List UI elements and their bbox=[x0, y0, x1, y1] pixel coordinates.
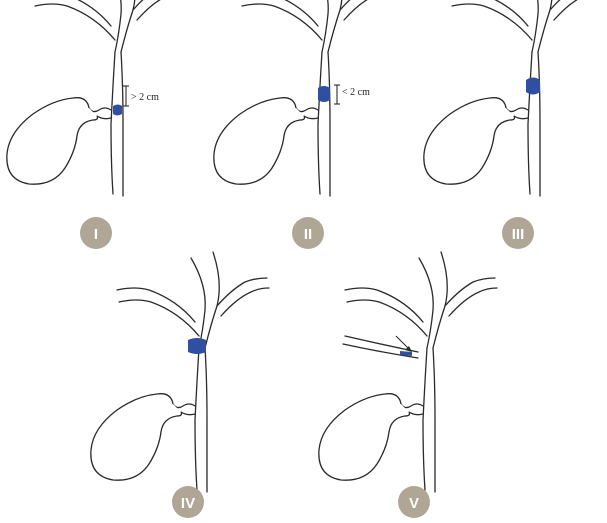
lesion-marker bbox=[188, 338, 206, 354]
badge-label: IV bbox=[181, 495, 195, 512]
badge-v: V bbox=[398, 486, 430, 518]
badge-label: V bbox=[409, 495, 419, 512]
lesion-marker bbox=[318, 86, 330, 102]
panel-type-ii: < 2 cm II bbox=[214, 0, 392, 249]
lesion-marker bbox=[113, 105, 122, 116]
badge-ii: II bbox=[292, 217, 324, 249]
measurement-label: > 2 cm bbox=[131, 92, 159, 103]
measurement-bracket bbox=[334, 85, 340, 104]
badge-iii: III bbox=[502, 217, 534, 249]
panel-type-v: V bbox=[319, 252, 497, 518]
measurement-bracket bbox=[123, 86, 129, 106]
badge-label: II bbox=[304, 226, 312, 243]
badge-i: I bbox=[80, 217, 112, 249]
badge-label: III bbox=[512, 226, 525, 243]
lesion-marker bbox=[526, 78, 540, 95]
panel-type-i: > 2 cm I bbox=[7, 0, 185, 249]
badge-iv: IV bbox=[172, 486, 204, 518]
panel-type-iv: IV bbox=[91, 252, 269, 518]
badge-label: I bbox=[94, 226, 98, 243]
measurement-label: < 2 cm bbox=[342, 87, 370, 98]
panel-type-iii: III bbox=[424, 0, 602, 249]
